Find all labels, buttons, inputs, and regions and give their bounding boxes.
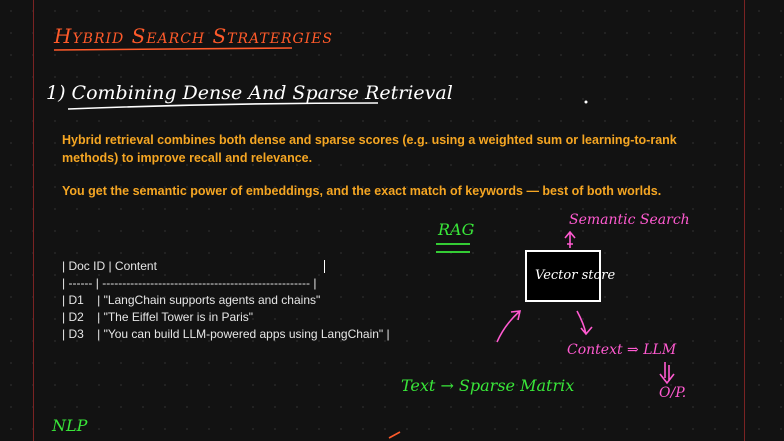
vector-store-label: Vector store [535, 268, 616, 283]
right-margin-guide [744, 0, 745, 441]
paragraph-semantic-power: You get the semantic power of embeddings… [62, 184, 662, 198]
table-row: | D1 | "LangChain supports agents and ch… [62, 293, 321, 307]
table-row: | D3 | "You can build LLM-powered apps u… [62, 327, 390, 341]
llm-down-arrow [659, 362, 675, 385]
table-row: | D2 | "The Eiffel Tower is in Paris" [62, 310, 254, 324]
left-curved-arrow [496, 310, 522, 343]
nlp-label: NLP [52, 416, 88, 435]
output-label: O/P. [659, 385, 687, 401]
vector-store-box: Vector store [525, 250, 615, 302]
docs-markdown-table: | Doc ID | Content | ------ | ----------… [62, 258, 390, 343]
table-row: | ------ | -----------------------------… [62, 276, 317, 290]
table-row: | Doc ID | Content [62, 258, 390, 275]
board-title: Hybrid Search Stratergies [54, 24, 334, 48]
text-cursor [323, 260, 325, 274]
semantic-up-arrow [564, 230, 576, 248]
section-heading: 1) Combining Dense And Sparse Retrieval [46, 82, 453, 104]
left-margin-guide [33, 0, 34, 441]
semantic-search-label: Semantic Search [569, 212, 690, 228]
bottom-partial-stroke [388, 431, 401, 439]
sparse-matrix-label: Text → Sparse Matrix [401, 376, 575, 395]
table-row-text: | Doc ID | Content [62, 259, 157, 273]
cursor-dot [584, 100, 588, 104]
rag-label: RAG [438, 220, 475, 239]
paragraph-hybrid-retrieval: Hybrid retrieval combines both dense and… [62, 133, 677, 165]
context-llm-label: Context ⇒ LLM [567, 342, 677, 358]
down-curved-arrow [576, 310, 593, 336]
